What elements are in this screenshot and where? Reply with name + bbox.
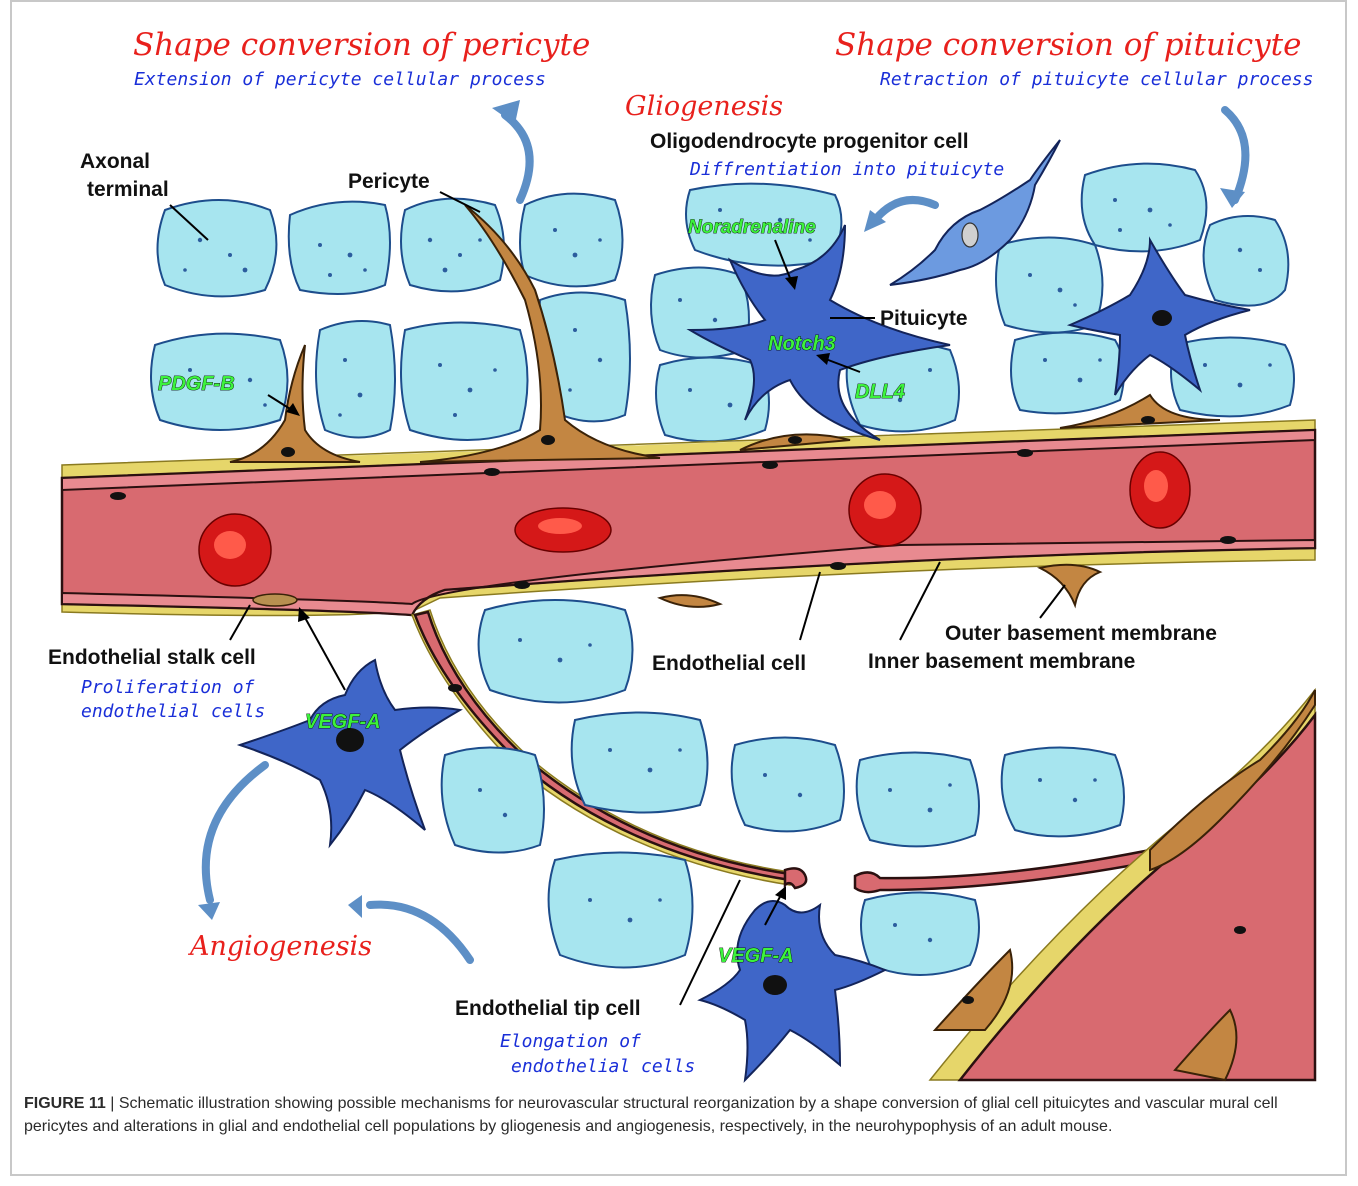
axonal-terminal xyxy=(1082,164,1207,252)
endothelial-cell-pointer xyxy=(800,572,820,640)
stalk-sublabel-line2: endothelial cells xyxy=(81,701,265,722)
axonal-terminal xyxy=(401,323,528,441)
endothelial-cell-label: Endothelial cell xyxy=(652,652,806,675)
axonal-terminal xyxy=(316,321,395,438)
inner-bm-label: Inner basement membrane xyxy=(868,650,1135,673)
caption-text: Schematic illustration showing possible … xyxy=(24,1095,1278,1135)
tip-sublabel-line1: Elongation of xyxy=(500,1031,641,1052)
gliogenesis-heading: Gliogenesis xyxy=(625,91,783,122)
axonal-terminal xyxy=(479,600,633,703)
endothelial-stalk-label: Endothelial stalk cell xyxy=(48,646,256,669)
pituicyte-label: Pituicyte xyxy=(880,307,968,330)
pericyte-heading: Shape conversion of pericyte xyxy=(133,27,590,63)
pericyte-subheading: Extension of pericyte cellular process xyxy=(134,69,546,90)
tip-sublabel-line2: endothelial cells xyxy=(511,1056,695,1077)
opc-differentiation-arrow xyxy=(875,200,935,220)
axonal-terminal xyxy=(401,199,504,292)
glial-cell-tip xyxy=(700,901,885,1080)
tip-cell-label: Endothelial tip cell xyxy=(455,997,641,1020)
axonal-terminal xyxy=(549,853,693,968)
pericyte-cell xyxy=(1040,565,1100,605)
axonal-terminal-label-line1: Axonal xyxy=(80,150,150,173)
angiogenesis-arrow-right xyxy=(370,905,470,960)
caption-separator: | xyxy=(106,1095,119,1112)
neurovascular-diagram: Shape conversion of pericyte Extension o… xyxy=(0,0,1358,1086)
opc-nucleus xyxy=(962,223,978,247)
vegfa-stalk-arrow xyxy=(303,614,345,690)
axonal-terminal xyxy=(442,748,544,853)
axonal-terminal xyxy=(857,753,979,847)
pdgfb-label: PDGF-B xyxy=(158,373,235,395)
axonal-terminal xyxy=(289,202,390,294)
opc-label: Oligodendrocyte progenitor cell xyxy=(650,130,969,153)
axonal-terminal-label-line2: terminal xyxy=(87,178,169,201)
pericyte-label: Pericyte xyxy=(348,170,430,193)
glial-cell-stalk xyxy=(240,660,460,845)
notch3-label: Notch3 xyxy=(768,333,836,355)
pituicyte-heading: Shape conversion of pituicyte xyxy=(835,27,1301,63)
axonal-terminal xyxy=(732,738,844,832)
pituicyte-retraction-arrow xyxy=(1225,110,1245,200)
axonal-terminal xyxy=(572,713,708,813)
outer-bm-label: Outer basement membrane xyxy=(945,622,1217,645)
tip-cell-right xyxy=(855,850,1150,892)
axonal-terminal xyxy=(1011,333,1124,414)
dll4-label: DLL4 xyxy=(855,381,905,403)
angiogenesis-heading: Angiogenesis xyxy=(187,931,372,962)
axonal-terminal xyxy=(861,893,979,976)
pituicyte-subheading: Retraction of pituicyte cellular process xyxy=(880,69,1313,90)
caption-label: FIGURE 11 xyxy=(24,1095,106,1112)
outer-bm-pointer xyxy=(1040,585,1065,618)
vegfa-tip-label: VEGF-A xyxy=(718,945,794,967)
opc-sublabel: Diffrentiation into pituicyte xyxy=(689,159,1004,180)
pericyte-extension-arrow xyxy=(505,115,530,200)
axonal-terminal xyxy=(1002,748,1124,837)
inner-bm-pointer xyxy=(900,562,940,640)
axonal-terminal xyxy=(158,200,277,296)
pericyte-cell xyxy=(660,595,720,607)
vegfa-stalk-label: VEGF-A xyxy=(305,711,381,733)
dividing-stalk-nucleus xyxy=(253,594,297,606)
noradrenaline-label: Noradrenaline xyxy=(688,217,816,238)
stalk-sublabel-line1: Proliferation of xyxy=(81,677,255,698)
angiogenesis-arrow-left xyxy=(206,765,265,900)
axonal-terminal xyxy=(1204,216,1289,306)
figure-caption: FIGURE 11 | Schematic illustration showi… xyxy=(24,1092,1334,1138)
axonal-terminal xyxy=(520,194,623,287)
